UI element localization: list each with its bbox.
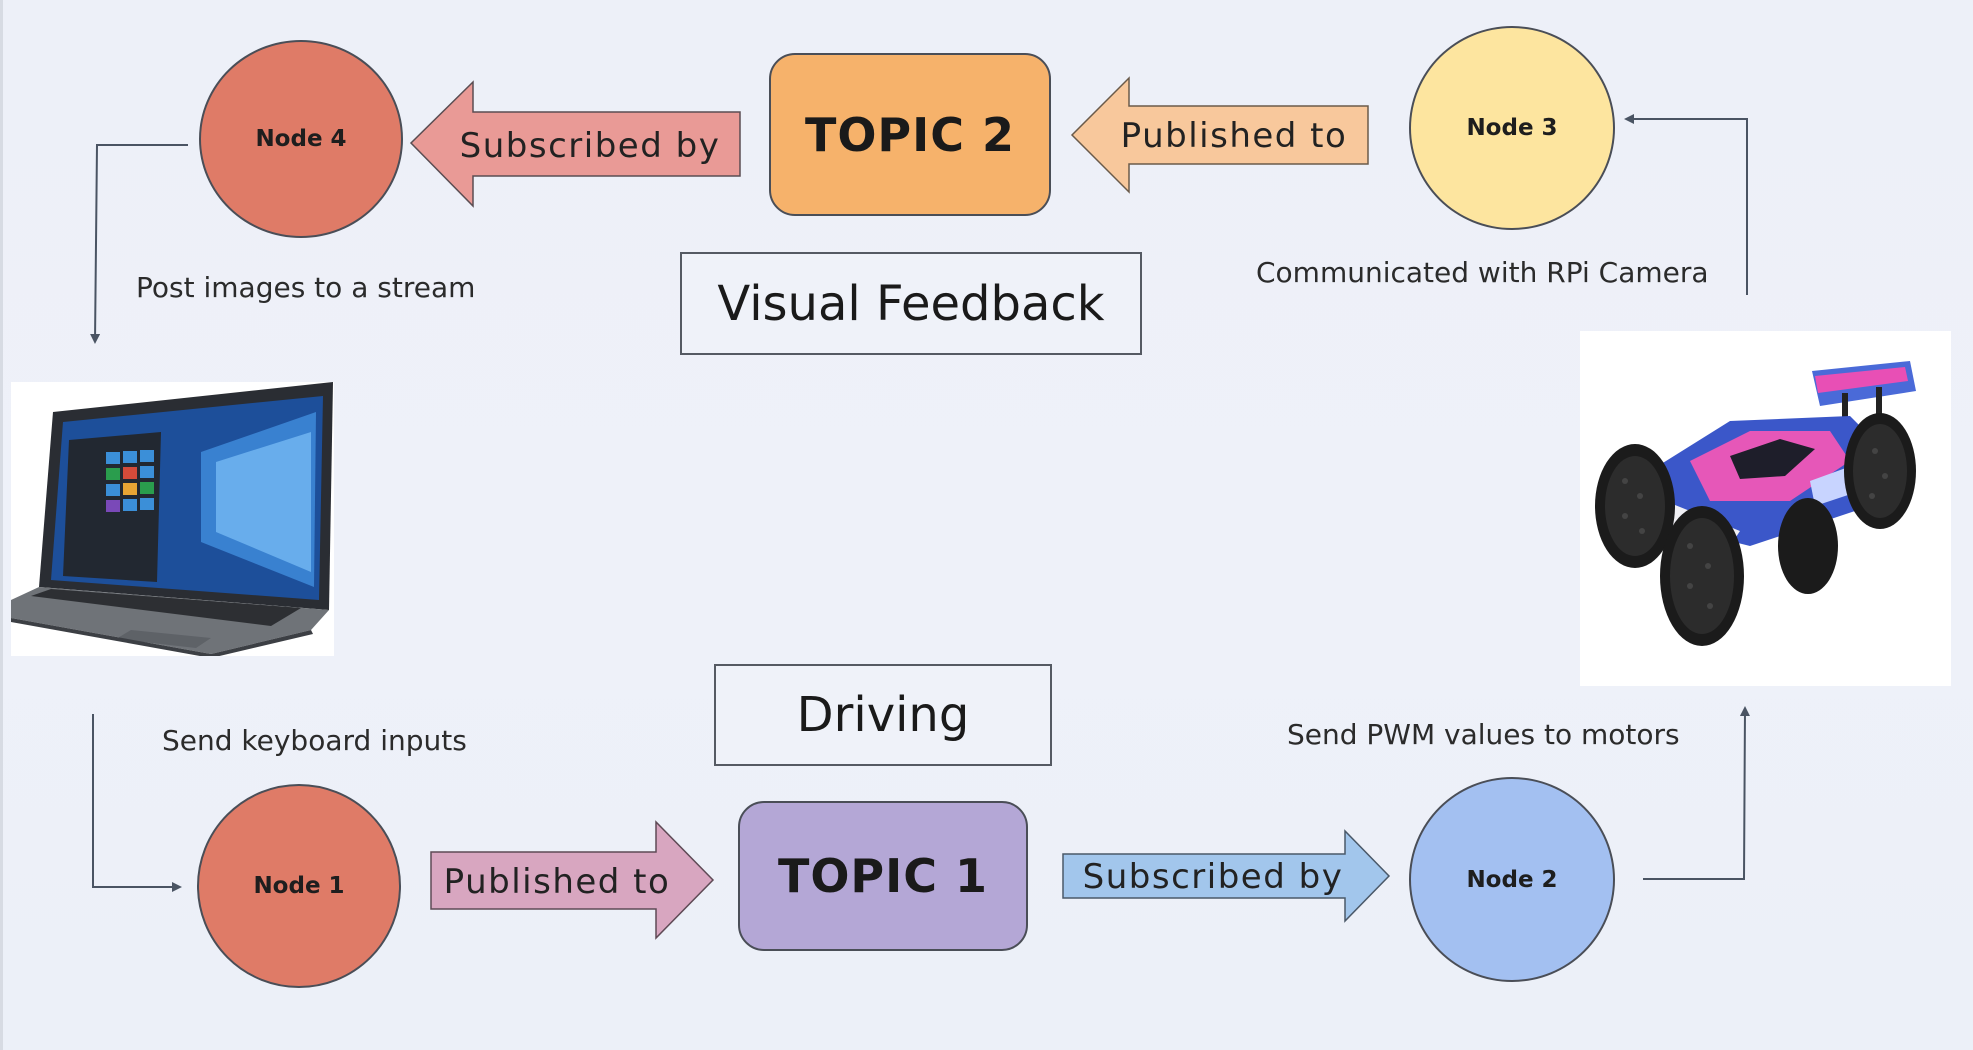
left-border [0,0,3,1050]
laptop-image [11,382,334,658]
driving-frame: Driving [714,664,1052,766]
annotation-send-keyboard: Send keyboard inputs [162,724,467,757]
annotation-send-pwm: Send PWM values to motors [1287,718,1680,751]
connector-node4-to-laptop [90,144,188,344]
arrow-node1-to-topic1: Published to [430,820,715,940]
node-4-label: Node 4 [255,126,347,152]
topic-2-box: TOPIC 2 [769,53,1051,216]
arrow-label-subscribed-by-top: Subscribed by [460,126,721,166]
node-1: Node 1 [197,784,401,988]
connector-node2-to-car [1643,706,1750,880]
connector-car-to-node3 [1624,114,1748,295]
driving-title: Driving [796,687,970,743]
annotation-rpi-camera: Communicated with RPi Camera [1256,256,1709,289]
topic-2-label: TOPIC 2 [804,107,1016,162]
topic-1-label: TOPIC 1 [777,849,989,903]
node-4: Node 4 [199,40,403,238]
topic-1-box: TOPIC 1 [738,801,1028,951]
arrow-label-published-to-top: Published to [1121,116,1348,156]
annotation-post-images: Post images to a stream [136,271,476,304]
arrow-topic1-to-node2: Subscribed by [1062,829,1391,923]
arrow-node3-to-topic2: Published to [1070,76,1369,194]
arrow-topic2-to-node4: Subscribed by [409,80,741,208]
node-1-label: Node 1 [253,873,345,899]
laptop-icon [11,382,333,658]
arrow-label-subscribed-by-bottom: Subscribed by [1083,857,1344,897]
visual-feedback-title: Visual Feedback [717,275,1105,332]
connector-laptop-to-node1 [92,714,182,892]
visual-feedback-frame: Visual Feedback [680,252,1142,355]
node-2: Node 2 [1409,777,1615,982]
rc-car-icon [1595,361,1916,646]
arrow-label-published-to-bottom: Published to [444,862,671,902]
node-3: Node 3 [1409,26,1615,230]
node-2-label: Node 2 [1466,866,1558,893]
node-3-label: Node 3 [1466,115,1558,141]
rc-car-image [1580,331,1951,686]
